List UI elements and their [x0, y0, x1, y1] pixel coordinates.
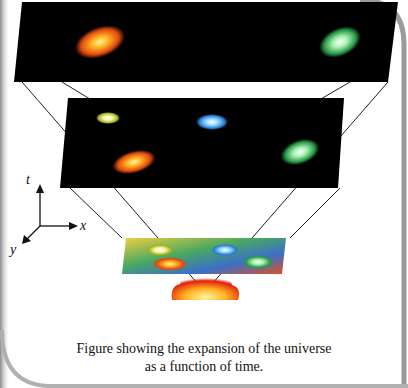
- axis-label: y: [10, 242, 16, 258]
- axis-label: t: [26, 172, 30, 188]
- figure-caption: Figure showing the expansion of the univ…: [72, 340, 336, 376]
- axis-label: x: [80, 218, 86, 234]
